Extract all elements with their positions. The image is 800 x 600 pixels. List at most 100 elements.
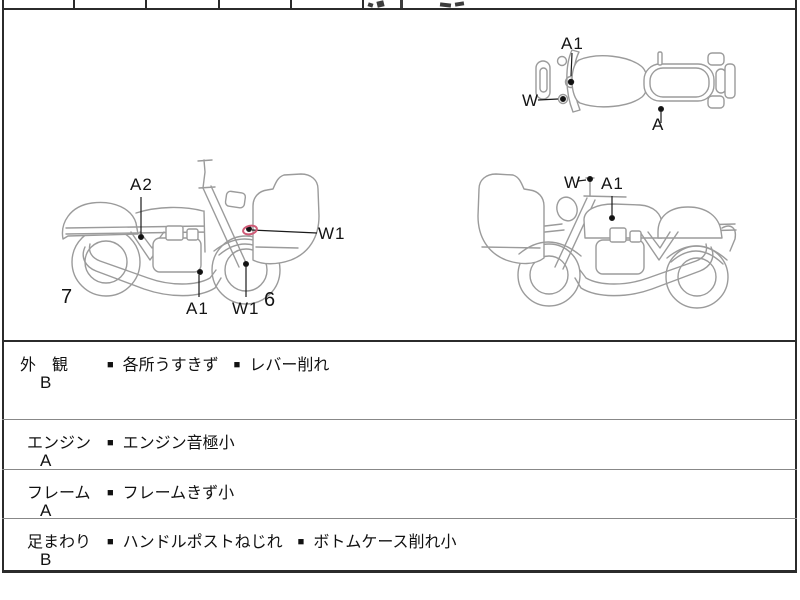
rear-fender (666, 245, 728, 265)
damage-point-w (559, 95, 566, 102)
damage-point-a1 (197, 269, 204, 276)
damage-point-a (657, 105, 664, 112)
seat (643, 63, 715, 102)
wheel-number-6: 6 (264, 289, 276, 311)
column-divider (362, 0, 364, 9)
rear-wheel (665, 245, 729, 309)
rear-wheel (71, 227, 141, 297)
rear-wheel-hub (84, 240, 128, 284)
section-label: エンジン (27, 435, 92, 452)
comment-text: 各所うすきず (122, 357, 219, 374)
callout-label-w: W (522, 91, 540, 110)
leader-w (537, 98, 559, 101)
tail-tip (721, 225, 737, 252)
carburetor (609, 227, 627, 243)
callout-label-a: A (652, 115, 665, 134)
seat-lever (657, 51, 663, 66)
front-cowl-line (255, 246, 299, 249)
inspection-row-undercarriage: 足まわり B ■ハンドルポストねじれ■ボトムケース削れ小 (2, 519, 797, 569)
callout-label-w1: W1 (318, 224, 346, 243)
comments: ■ ハンドルポストねじれ ■ ボトムケース削れ小 (107, 528, 472, 552)
clipped-text-fragment (400, 0, 403, 8)
rear-signal (707, 95, 725, 109)
motorcycle-diagram (61, 49, 737, 309)
comment-text: ボトムケース削れ小 (313, 534, 457, 551)
seat-line (135, 206, 204, 214)
front-cowl (252, 173, 320, 265)
inspection-row-engine: エンジン A ■ エンジン音極小 (2, 420, 797, 470)
callout-leaders (138, 52, 664, 297)
damage-point-a1 (608, 215, 615, 222)
engine-detail (629, 230, 642, 243)
damage-point-w1-fork (243, 261, 250, 268)
front-fender (518, 241, 582, 257)
comment-text: ハンドルポストねじれ (122, 534, 283, 551)
callout-label-w: W (564, 173, 582, 192)
motorcycle-side-view-right (61, 159, 320, 305)
frame-triangle (639, 231, 679, 261)
inspection-table: 外 観 B ■ 各所うすきず ■ レバー削れ エンジン A ■ エンジン音極小 フレーム… (2, 340, 797, 572)
front-wheel (211, 235, 281, 305)
engine (595, 239, 645, 275)
exhaust-inner (579, 243, 708, 285)
rear-fender (724, 63, 736, 99)
comment-text: フレームきず小 (122, 485, 235, 502)
inspection-row-frame: フレーム A ■フレームきず小 (2, 470, 797, 520)
tail-cowl (61, 201, 139, 240)
grade-value: B (40, 373, 52, 392)
bullet-icon: ■ (233, 359, 241, 371)
damage-point-a2 (138, 234, 145, 241)
bullet-icon: ■ (107, 359, 114, 371)
leader-a1 (570, 52, 573, 77)
front-wheel-hub (529, 255, 569, 295)
section-label: フレーム (27, 485, 91, 502)
comments: ■ 各所うすきず ■ レバー削れ (107, 351, 344, 375)
comment-text: レバー削れ (249, 357, 330, 374)
callout-label-w1: W1 (232, 299, 260, 318)
sheet-border (2, 0, 797, 573)
front-cowl (477, 173, 545, 265)
rack-lines (544, 223, 565, 233)
front-fender (535, 60, 551, 100)
callout-label-a1: A1 (186, 299, 209, 318)
header-bottom-border (2, 8, 797, 10)
front-fork (198, 185, 248, 268)
section-label: 外 観 (20, 357, 69, 374)
callout-label-a2: A2 (130, 175, 153, 194)
headlight (224, 190, 247, 209)
comments: ■ エンジン音極小 (107, 429, 250, 453)
bullet-icon: ■ (297, 536, 305, 548)
inspection-row-exterior: 外 観 B ■ 各所うすきず ■ レバー削れ (2, 342, 797, 420)
comments: ■フレームきず小 (107, 479, 249, 503)
engine (152, 237, 202, 273)
grade-value: B (40, 550, 52, 569)
grade-value: A (40, 501, 52, 520)
damage-point-w (586, 176, 593, 183)
exhaust (574, 246, 714, 297)
handlebar (197, 159, 213, 189)
wheel-number-7: 7 (61, 286, 73, 308)
fuel-tank (571, 55, 649, 108)
bullet-icon: ■ (107, 437, 114, 449)
callout-label-a1: A1 (561, 34, 584, 53)
engine-detail (186, 228, 199, 241)
damage-point-a1 (567, 78, 575, 86)
column-divider (218, 0, 220, 9)
seat-pad (649, 67, 710, 98)
carburetor (165, 225, 184, 241)
callout-label-a1: A1 (601, 174, 624, 193)
motorcycle-top-view (535, 49, 736, 113)
column-divider (290, 0, 292, 9)
grade-value: A (40, 451, 52, 470)
front-wheel (517, 243, 581, 307)
rear-wheel-hub (677, 257, 717, 297)
front-cowl-line (481, 246, 541, 249)
column-divider (145, 0, 147, 9)
rear-signal (707, 52, 725, 66)
comment-text: エンジン音極小 (122, 435, 235, 452)
motorcycle-side-view-left (477, 173, 737, 309)
bullet-icon: ■ (107, 536, 114, 548)
lever-end (556, 55, 568, 67)
exhaust-inner (88, 243, 217, 285)
